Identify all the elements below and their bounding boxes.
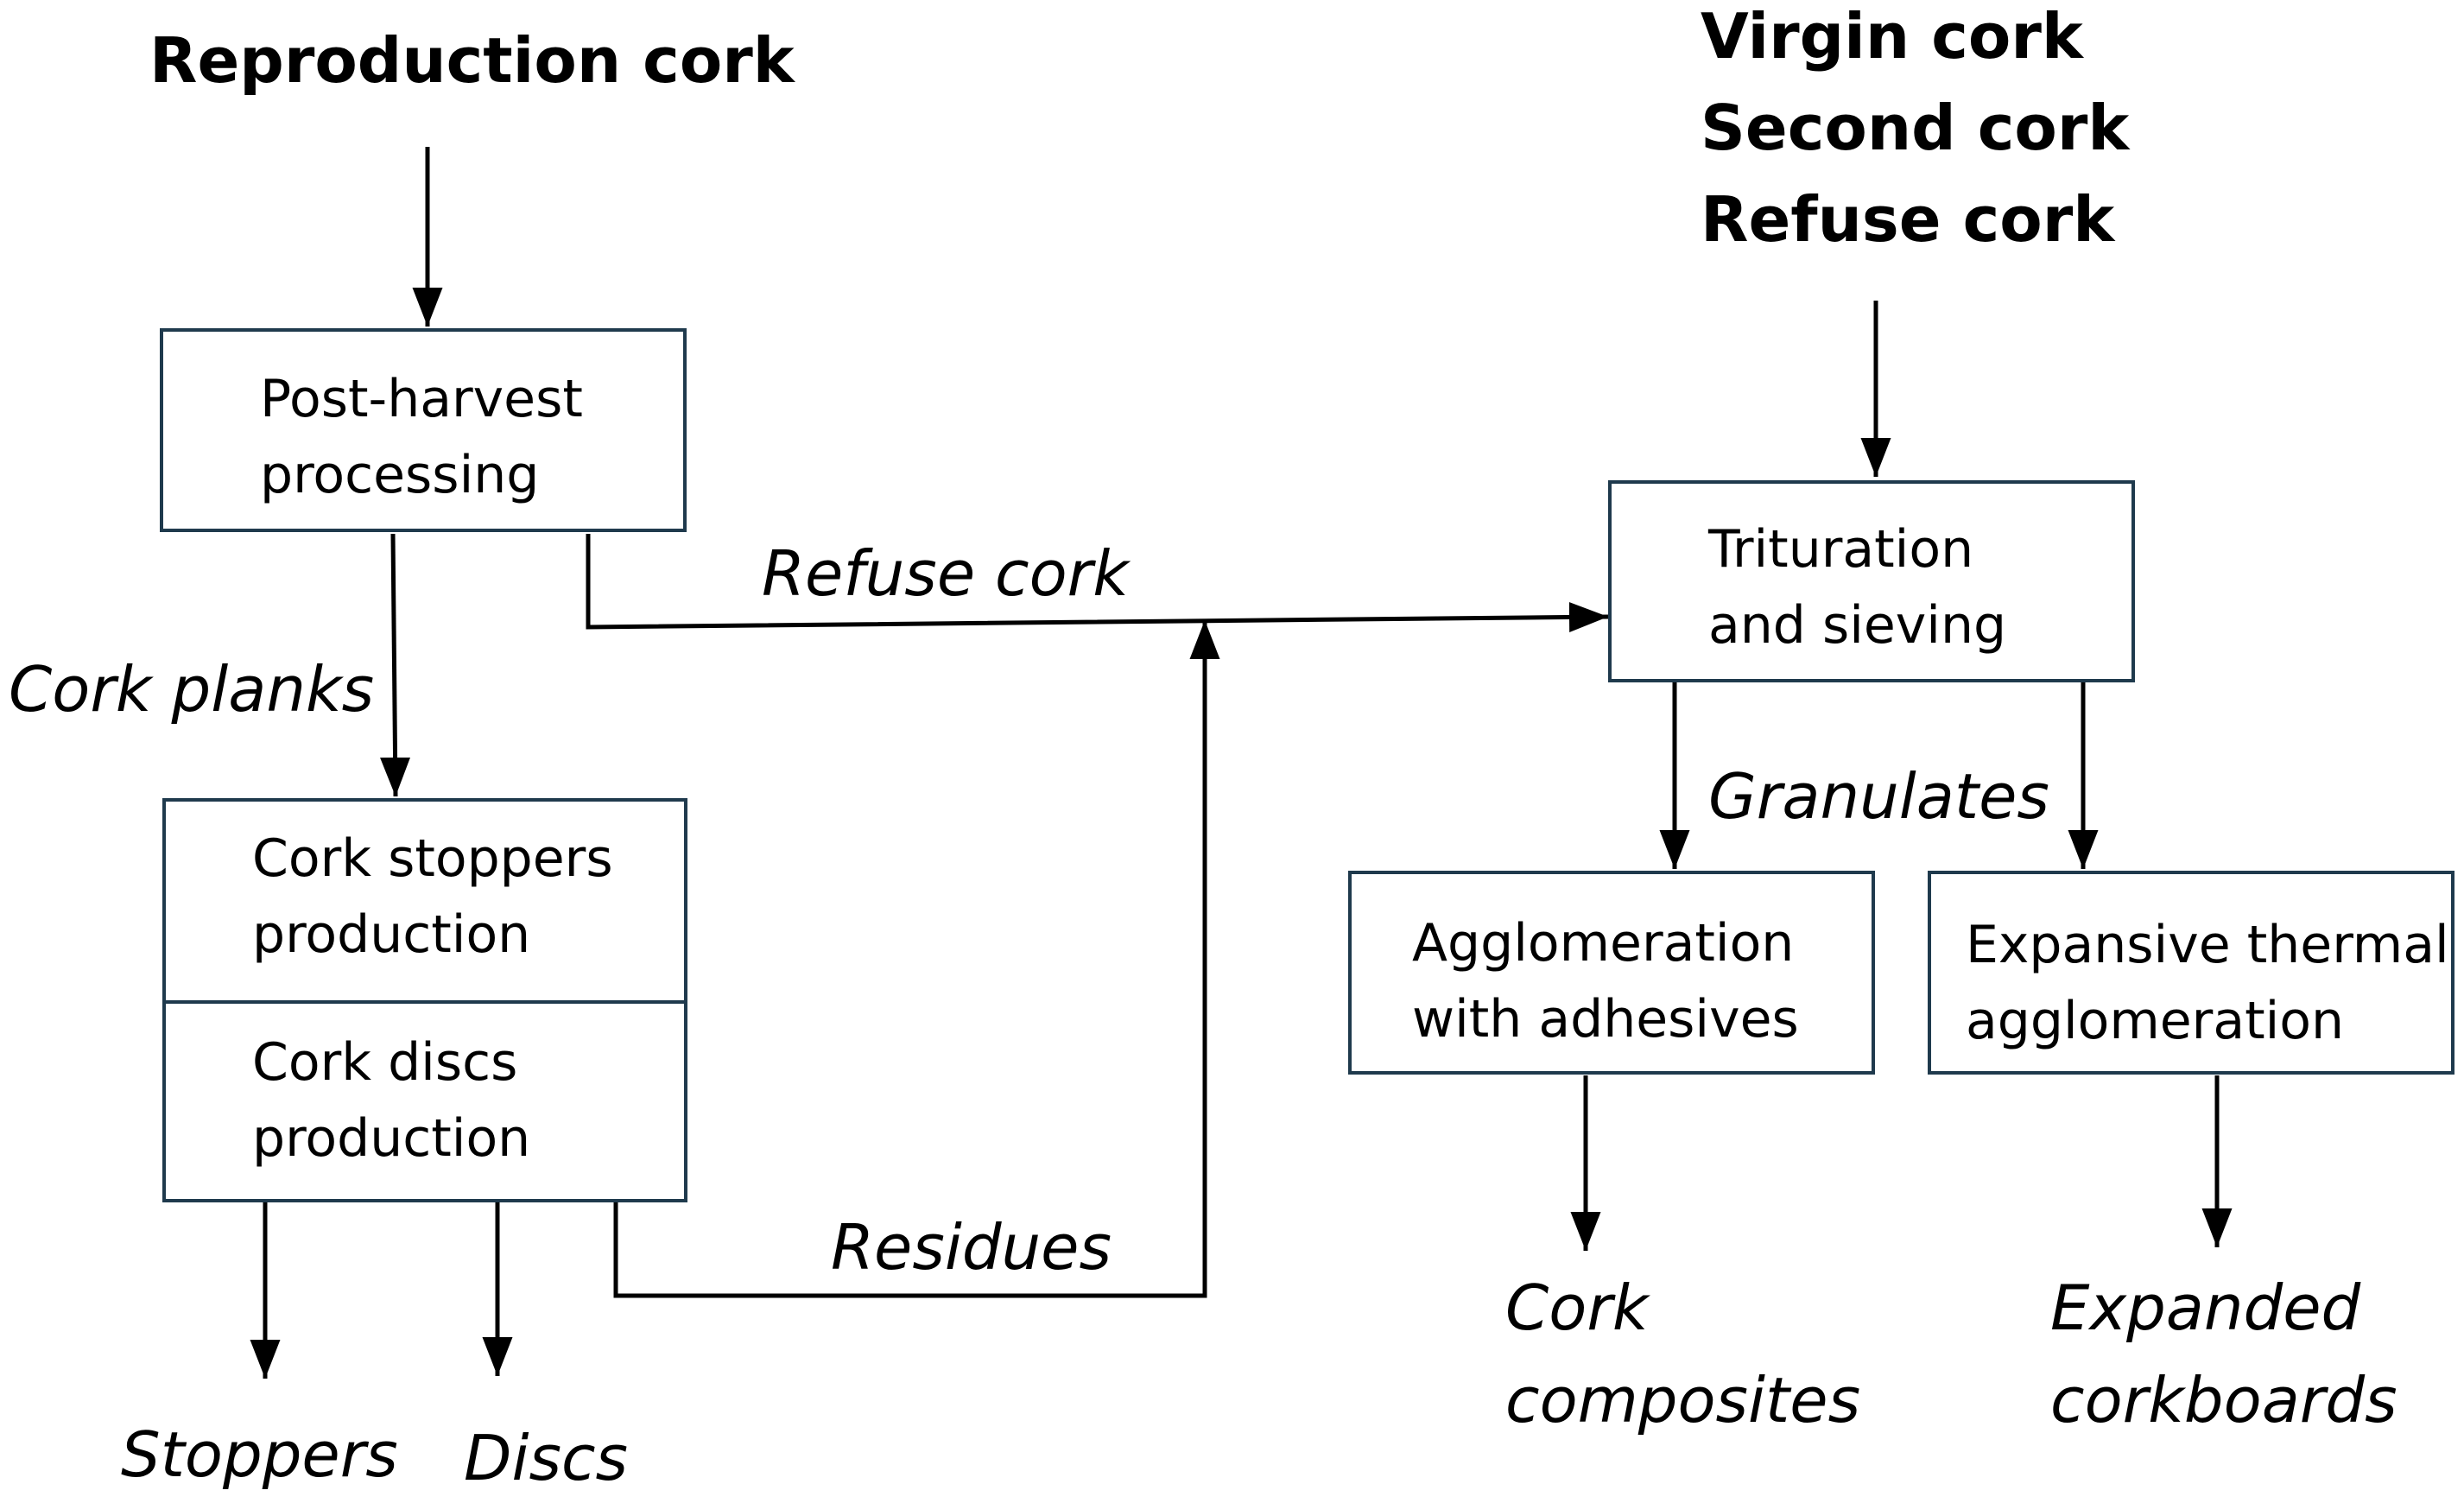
trituration-line-1: Trituration (1708, 519, 1974, 580)
expansive-thermal-line-2: agglomeration (1966, 991, 2345, 1051)
expansive-thermal-line-1: Expansive thermal (1966, 915, 2449, 975)
agglomeration-adhesives-box: Agglomeration with adhesives (1348, 871, 1875, 1075)
discs-output-label: Discs (464, 1422, 629, 1494)
agglomeration-line-2: with adhesives (1412, 989, 1799, 1050)
virgin-cork-label: Virgin cork (1701, 0, 2083, 73)
cork-stoppers-line-1: Cork stoppers (252, 828, 613, 889)
refuse-cork-flow-label: Refuse cork (762, 537, 1129, 610)
cork-stoppers-line-2: production (252, 904, 531, 965)
cork-planks-flow-label: Cork planks (9, 653, 375, 726)
trituration-sieving-box: Trituration and sieving (1608, 480, 2135, 682)
expanded-corkboards-line-2: corkboards (2050, 1364, 2397, 1436)
post-harvest-line-1: Post-harvest (260, 369, 583, 429)
arrow-postharvest-to-stoppers (380, 533, 411, 797)
expanded-corkboards-line-1: Expanded (2050, 1272, 2361, 1344)
post-harvest-line-2: processing (260, 445, 540, 505)
second-cork-label: Second cork (1701, 92, 2130, 164)
post-harvest-processing-box: Post-harvest processing (160, 328, 687, 532)
cork-discs-line-2: production (252, 1108, 531, 1169)
trituration-line-2: and sieving (1708, 595, 2007, 656)
cork-discs-line-1: Cork discs (252, 1032, 518, 1093)
cork-production-box: Cork stoppers production Cork discs prod… (162, 798, 687, 1202)
line-residues-to-junction (613, 620, 1220, 1298)
cork-composites-line-2: composites (1505, 1364, 1861, 1436)
residues-flow-label: Residues (831, 1211, 1112, 1284)
line-refuse-cork-to-trituration (586, 534, 1609, 632)
reproduction-cork-label: Reproduction cork (149, 24, 795, 97)
agglomeration-line-1: Agglomeration (1412, 913, 1795, 973)
cork-composites-line-1: Cork (1505, 1272, 1649, 1344)
expansive-thermal-box: Expansive thermal agglomeration (1928, 871, 2454, 1075)
granulates-flow-label: Granulates (1708, 760, 2049, 833)
refuse-cork-source-label: Refuse cork (1701, 183, 2115, 256)
stoppers-output-label: Stoppers (121, 1418, 398, 1491)
production-divider (166, 1000, 684, 1004)
